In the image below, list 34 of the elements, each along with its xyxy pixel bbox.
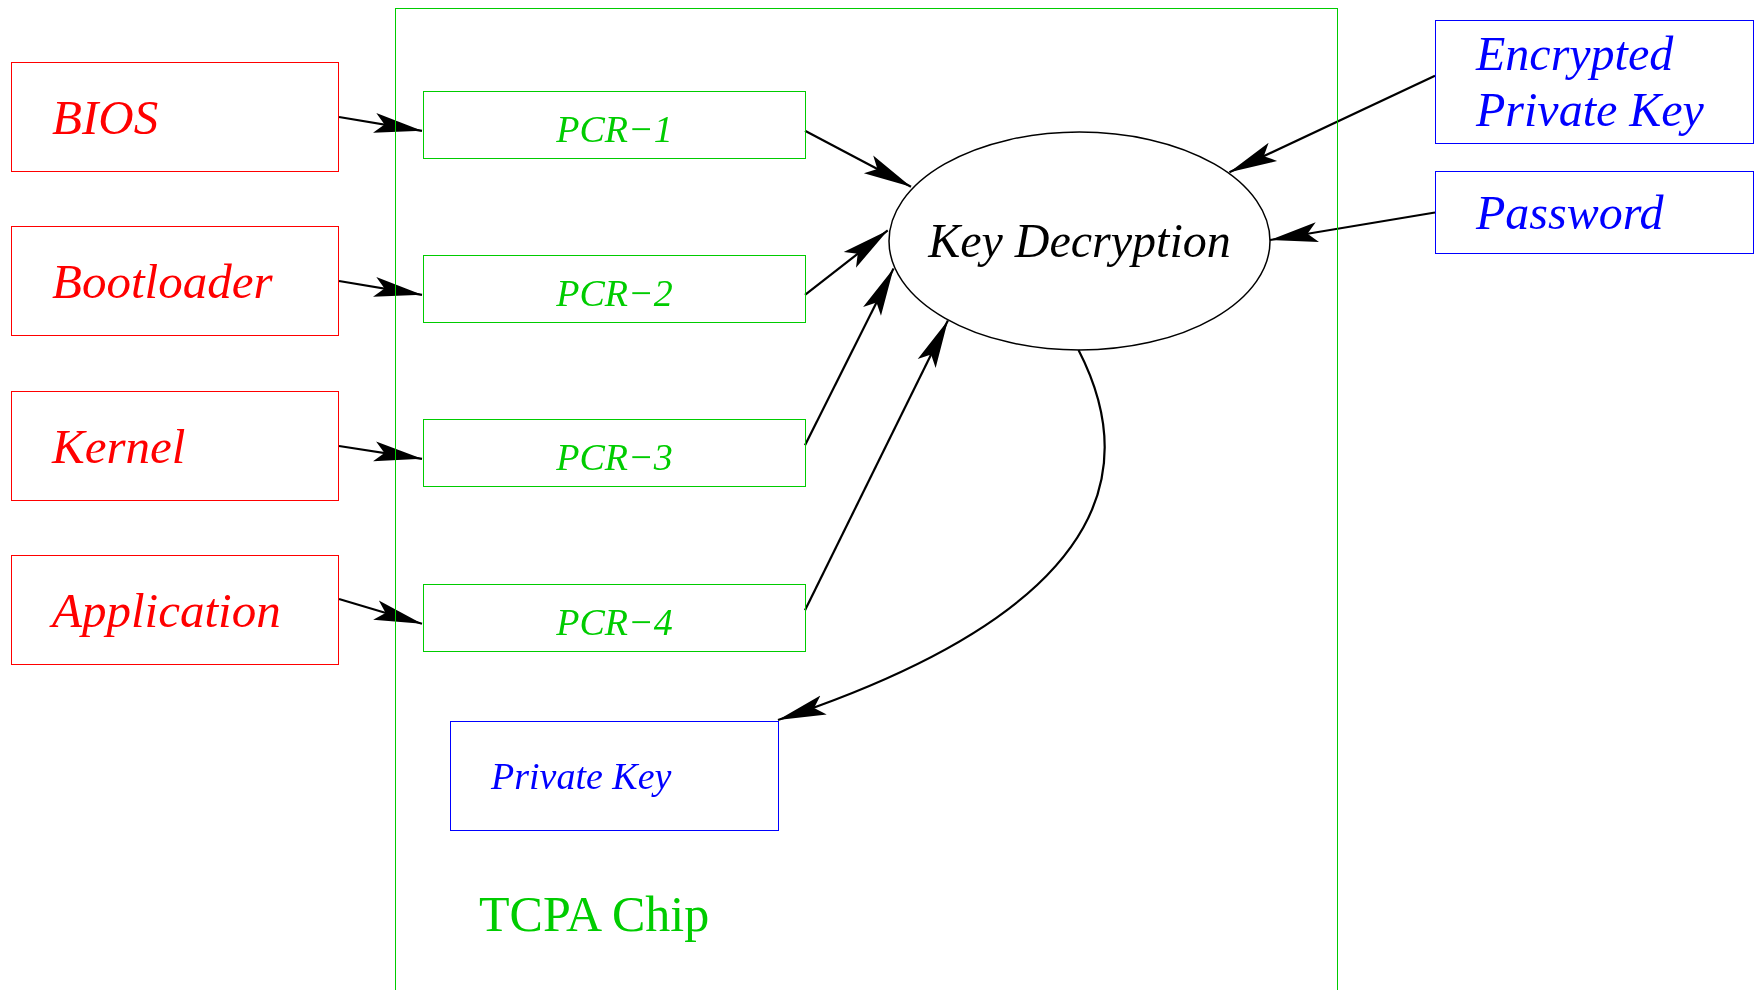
node-label: PCR−3: [556, 438, 673, 476]
arrow: [777, 349, 1106, 722]
arrow: [338, 597, 423, 625]
input-box: [1435, 171, 1754, 254]
node-label: Password: [1476, 184, 1665, 241]
register-box: [423, 91, 806, 159]
arrow: [804, 319, 949, 611]
node-label: Bootloader: [52, 256, 273, 306]
register-box: [423, 584, 806, 652]
stage-box: [11, 226, 339, 336]
arrow: [338, 277, 423, 297]
stage-box: [11, 62, 339, 172]
arrow: [804, 129, 912, 188]
input-box: [1435, 20, 1754, 144]
stage-box: [11, 391, 339, 501]
node-label: Key Decryption: [928, 217, 1231, 265]
arrow: [338, 113, 423, 133]
node-label: PCR−2: [556, 274, 673, 312]
arrow: [1228, 74, 1436, 174]
chip-region: [395, 8, 1338, 990]
arrow: [1269, 211, 1436, 242]
register-box: [423, 255, 806, 323]
node-label: Encrypted Private Key: [1476, 26, 1705, 138]
arrow: [338, 441, 423, 462]
arrow: [804, 267, 895, 446]
stage-box: [11, 555, 339, 665]
key-box: [450, 721, 779, 831]
arrow: [804, 229, 889, 296]
node-label: PCR−1: [556, 110, 673, 148]
node-label: BIOS: [52, 92, 159, 142]
node-label: Private Key: [491, 757, 672, 795]
node-label: Kernel: [52, 421, 186, 471]
node-label: PCR−4: [556, 603, 673, 641]
register-box: [423, 419, 806, 487]
